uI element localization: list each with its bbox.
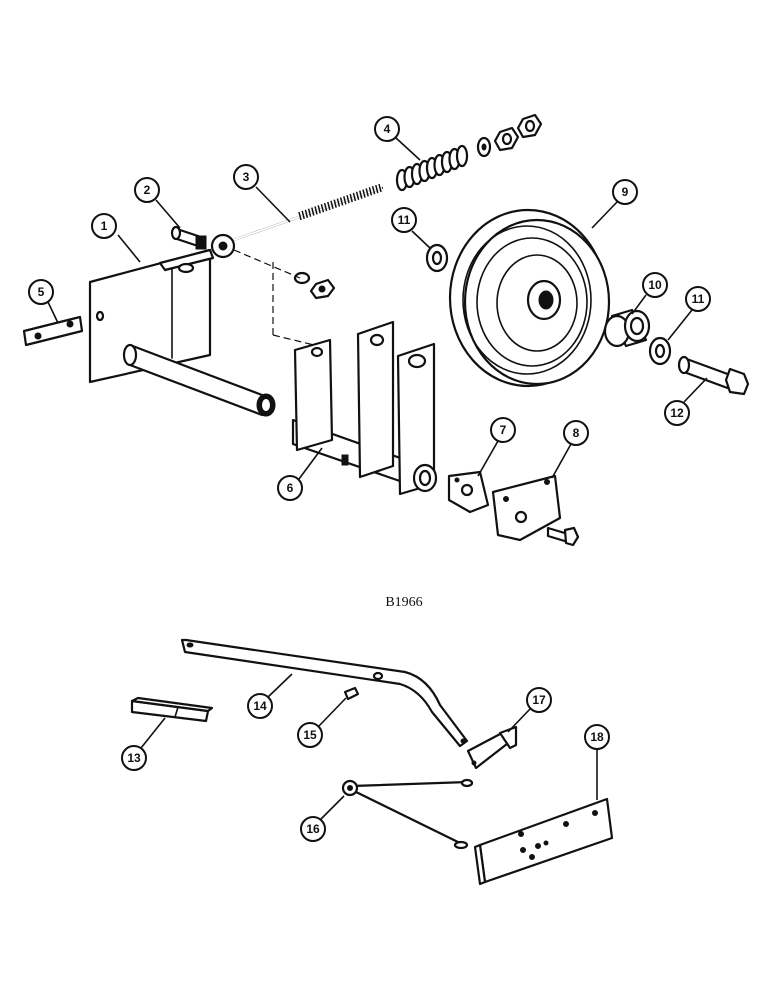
svg-text:11: 11 xyxy=(692,292,705,306)
callout-8[interactable]: 8 xyxy=(563,420,589,446)
rod-thread xyxy=(317,205,321,214)
rod-thread xyxy=(352,192,357,202)
rod-thread xyxy=(378,183,382,193)
callouts: 1 2 3 4 5 6 xyxy=(28,116,711,842)
svg-text:14: 14 xyxy=(253,699,267,713)
figure-code: B1966 xyxy=(385,595,422,610)
part-7-plate xyxy=(447,470,490,514)
svg-text:15: 15 xyxy=(303,728,317,742)
svg-text:1: 1 xyxy=(101,219,108,233)
rod-thread xyxy=(371,186,376,195)
svg-text:16: 16 xyxy=(306,822,320,836)
part-11-washer-lower xyxy=(648,336,672,366)
part-15-pin xyxy=(343,686,360,701)
callout-13[interactable]: 13 xyxy=(121,745,147,771)
rod-thread xyxy=(307,208,312,217)
callout-6[interactable]: 6 xyxy=(277,475,303,501)
callout-10[interactable]: 10 xyxy=(642,272,668,298)
svg-text:4: 4 xyxy=(384,122,391,136)
rod-washer-nut xyxy=(293,271,336,300)
part-14-arm xyxy=(180,638,469,748)
callout-11-lower[interactable]: 11 xyxy=(685,286,711,312)
callout-9[interactable]: 9 xyxy=(612,179,638,205)
part-12-bolt xyxy=(677,355,750,396)
rod-thread xyxy=(359,190,363,199)
callout-3[interactable]: 3 xyxy=(233,164,259,190)
svg-text:6: 6 xyxy=(287,481,294,495)
svg-text:11: 11 xyxy=(398,213,411,227)
rod-thread xyxy=(336,198,341,207)
rod-thread xyxy=(301,210,305,220)
part-1-bracket xyxy=(88,248,276,417)
rod-thread xyxy=(314,206,318,215)
callout-18[interactable]: 18 xyxy=(584,724,610,750)
svg-text:8: 8 xyxy=(573,426,580,440)
part-4-spring xyxy=(395,113,543,192)
part-3-rod xyxy=(210,183,384,259)
callout-14[interactable]: 14 xyxy=(247,693,273,719)
part-10-bushing xyxy=(603,308,651,348)
rod-thread xyxy=(311,207,315,216)
part-17-bracket xyxy=(466,725,518,770)
rod-thread xyxy=(304,209,309,218)
svg-text:5: 5 xyxy=(38,285,45,299)
svg-text:17: 17 xyxy=(532,693,546,707)
spring-coil xyxy=(455,144,469,168)
part-16-link xyxy=(341,778,474,850)
svg-text:7: 7 xyxy=(500,423,507,437)
rod-thread xyxy=(362,189,366,198)
rod-thread xyxy=(368,187,373,196)
svg-text:13: 13 xyxy=(127,751,141,765)
rod-thread xyxy=(355,191,360,201)
callout-7[interactable]: 7 xyxy=(490,417,516,443)
callout-12[interactable]: 12 xyxy=(664,400,690,426)
part-5-link xyxy=(22,315,84,347)
part-9-pulley xyxy=(448,208,611,388)
callout-4[interactable]: 4 xyxy=(374,116,400,142)
rod-thread xyxy=(365,188,369,197)
rod-thread xyxy=(333,199,337,208)
alignment-lines xyxy=(233,249,319,347)
part-6-pivot-arm xyxy=(291,320,438,496)
rod-thread xyxy=(339,197,344,206)
rod-thread xyxy=(330,200,334,209)
rod-thread xyxy=(298,211,302,221)
callout-1[interactable]: 1 xyxy=(91,213,117,239)
svg-text:10: 10 xyxy=(648,278,662,292)
callout-11-upper[interactable]: 11 xyxy=(391,207,417,233)
part-18-plate xyxy=(473,797,614,886)
rod-thread xyxy=(323,202,328,212)
rod-thread xyxy=(349,193,353,203)
svg-text:2: 2 xyxy=(144,183,151,197)
callout-15[interactable]: 15 xyxy=(297,722,323,748)
svg-text:12: 12 xyxy=(670,406,684,420)
svg-text:18: 18 xyxy=(590,730,604,744)
part-11-washer-upper xyxy=(425,243,449,273)
part-2-fitting xyxy=(170,225,207,250)
callout-5[interactable]: 5 xyxy=(28,279,54,305)
callout-17[interactable]: 17 xyxy=(526,687,552,713)
part-13-strips xyxy=(130,696,214,723)
svg-text:9: 9 xyxy=(622,185,629,199)
rod-thread xyxy=(320,203,325,213)
callout-2[interactable]: 2 xyxy=(134,177,160,203)
part-8-plate xyxy=(491,474,580,547)
callout-16[interactable]: 16 xyxy=(300,816,326,842)
rod-thread xyxy=(375,184,379,194)
rod-thread xyxy=(327,201,331,211)
svg-text:3: 3 xyxy=(243,170,250,184)
rod-thread xyxy=(343,196,347,205)
rod-thread xyxy=(346,195,350,204)
